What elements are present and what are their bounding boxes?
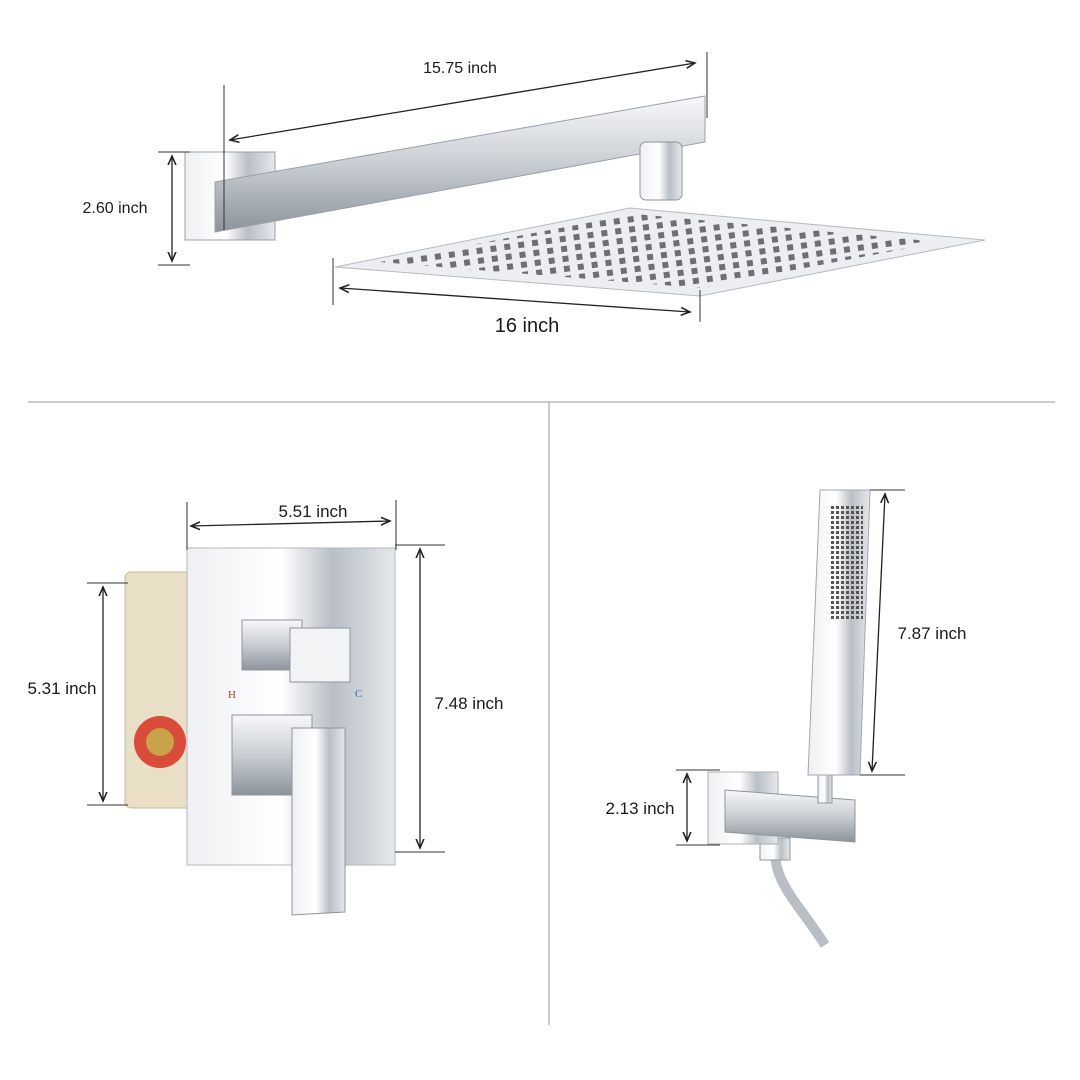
valve-trim-plate: [186, 547, 396, 866]
handset-spray-face: [830, 505, 863, 620]
wall-plate-height-label: 2.60 inch: [83, 200, 148, 217]
arm-length-label: 15.75 inch: [423, 60, 497, 77]
arm-length-arrow: [230, 63, 695, 140]
head-width-label: 16 inch: [495, 315, 560, 337]
rain-shower-illustration: [184, 95, 986, 297]
hot-mark: H: [228, 689, 236, 701]
box-height-label: 5.31 inch: [28, 679, 97, 698]
plate-width-label: 5.51 inch: [279, 502, 348, 521]
handset-length-arrow: [872, 494, 885, 771]
diverter-knob: [289, 627, 351, 683]
holder-height-label: 2.13 inch: [606, 799, 675, 818]
nozzle-grid: [380, 214, 940, 288]
valve-illustration: H C: [124, 547, 396, 916]
handset-length-label: 7.87 inch: [898, 624, 967, 643]
brass-inlet: [146, 728, 174, 756]
hand-shower-illustration: [707, 489, 871, 948]
head-width-arrow: [340, 288, 690, 312]
cold-mark: C: [355, 688, 362, 700]
plate-height-label: 7.48 inch: [435, 694, 504, 713]
plate-width-arrow: [191, 521, 390, 526]
mixer-handle: [291, 727, 346, 916]
arm-connector: [639, 141, 683, 201]
rough-in-box: [124, 571, 194, 809]
handset-connector: [817, 774, 833, 804]
